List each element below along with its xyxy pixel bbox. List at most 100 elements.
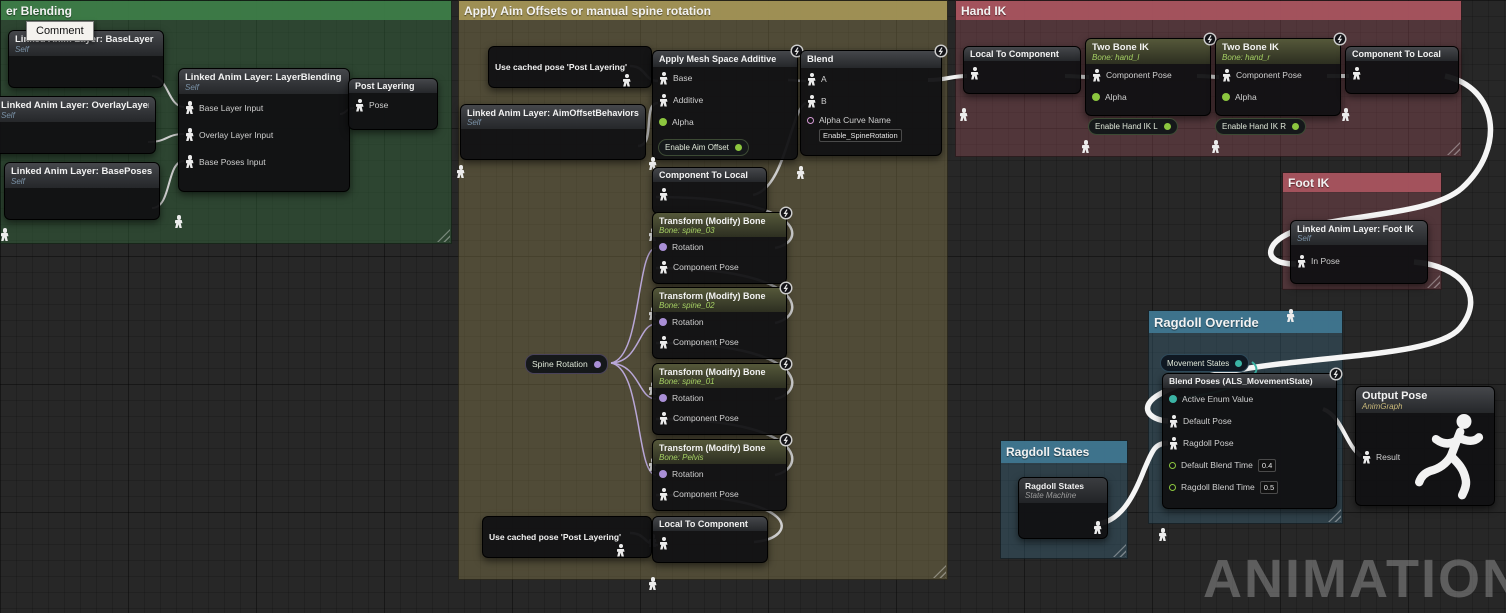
comment-resize-grip[interactable] <box>1113 544 1126 557</box>
node-post-layering[interactable]: Post Layering Pose <box>348 78 438 130</box>
node-hand-component-to-local[interactable]: Component To Local <box>1343 46 1459 113</box>
pose-input-pin[interactable] <box>807 72 816 86</box>
bool-pin-icon[interactable] <box>1163 123 1171 130</box>
alpha-input-pin[interactable] <box>659 118 667 126</box>
pose-output-pin[interactable] <box>0 228 9 241</box>
node-linked-anim-layer-footik[interactable]: Linked Anim Layer: Foot IK Self In Pose <box>1288 220 1428 314</box>
bool-pin-icon[interactable] <box>734 144 742 151</box>
spine-rotation-pill[interactable]: Spine Rotation <box>525 354 608 374</box>
rotation-input-pin[interactable] <box>659 243 667 251</box>
pose-input-pin[interactable] <box>1169 436 1178 450</box>
pose-output-pin[interactable] <box>616 543 625 557</box>
rotation-input-pin[interactable] <box>659 394 667 402</box>
comment-resize-grip[interactable] <box>1447 142 1460 155</box>
comment-header[interactable]: Apply Aim Offsets or manual spine rotati… <box>459 1 947 20</box>
comment-resize-grip[interactable] <box>1427 275 1440 288</box>
pose-input-pin[interactable] <box>1362 450 1371 464</box>
enable-aim-offset-pill[interactable]: Enable Aim Offset <box>658 139 749 156</box>
blend-time-value[interactable]: 0.5 <box>1259 480 1279 494</box>
movement-states-pill[interactable]: Movement States <box>1160 354 1250 372</box>
comment-header[interactable]: Ragdoll States <box>1001 441 1127 463</box>
node-transform-modify-bone-spine01[interactable]: Transform (Modify) Bone Bone: spine_01 R… <box>650 357 793 463</box>
pose-output-pin[interactable] <box>1341 108 1350 121</box>
pose-output-pin[interactable] <box>648 577 657 590</box>
node-two-bone-ik-right[interactable]: Two Bone IK Bone: hand_r Component Pose … <box>1213 32 1347 145</box>
rotation-input-pin[interactable] <box>659 318 667 326</box>
rotator-pin-icon[interactable] <box>593 360 601 368</box>
comment-resize-grip[interactable] <box>437 229 450 242</box>
pose-output-pin[interactable] <box>796 166 805 179</box>
rotation-input-pin[interactable] <box>659 470 667 478</box>
node-linked-anim-layer-aimoffsetbehaviors[interactable]: Linked Anim Layer: AimOffsetBehaviors Se… <box>458 104 646 170</box>
comment-header[interactable]: Foot IK <box>1283 173 1441 192</box>
pose-input-pin[interactable] <box>1222 68 1231 82</box>
pose-input-pin[interactable] <box>185 101 194 114</box>
pose-output-pin[interactable] <box>174 215 183 228</box>
pose-input-pin[interactable] <box>970 66 979 80</box>
pose-input-pin[interactable] <box>659 71 668 85</box>
float-input-pin[interactable] <box>1169 461 1176 469</box>
float-input-pin[interactable] <box>1169 483 1176 491</box>
pose-output-pin[interactable] <box>648 157 657 170</box>
pose-input-pin[interactable] <box>659 536 668 550</box>
pose-input-pin[interactable] <box>1169 414 1178 428</box>
comment-header[interactable]: Hand IK <box>956 1 1461 20</box>
pose-input-pin[interactable] <box>659 93 668 107</box>
node-linked-anim-layer-layerblending[interactable]: Linked Anim Layer: LayerBlending Self Ba… <box>176 68 350 220</box>
node-blend-poses-movementstate[interactable]: Blend Poses (ALS_MovementState) Active E… <box>1160 367 1343 533</box>
pose-output-pin[interactable] <box>1286 309 1295 322</box>
pose-input-pin[interactable] <box>1092 68 1101 82</box>
node-transform-modify-bone-spine03[interactable]: Transform (Modify) Bone Bone: spine_03 R… <box>650 206 793 312</box>
pose-output-pin[interactable] <box>456 165 465 178</box>
node-use-cached-pose-bottom[interactable]: Use cached pose 'Post Layering' <box>482 516 652 558</box>
pin-row: Alpha <box>653 111 797 133</box>
pose-input-pin[interactable] <box>185 128 194 141</box>
pose-output-pin[interactable] <box>1093 521 1102 534</box>
enable-hand-ik-l-pill[interactable]: Enable Hand IK L <box>1088 118 1178 135</box>
comment-resize-grip[interactable] <box>933 565 946 578</box>
comment-header[interactable]: Ragdoll Override <box>1149 311 1342 333</box>
comment-header[interactable]: er Blending <box>1 1 451 20</box>
pose-output-pin[interactable] <box>1158 528 1167 541</box>
pose-input-pin[interactable] <box>185 155 194 168</box>
curve-name-pin[interactable] <box>807 116 814 124</box>
node-two-bone-ik-left[interactable]: Two Bone IK Bone: hand_l Component Pose … <box>1083 32 1217 145</box>
node-transform-modify-bone-spine02[interactable]: Transform (Modify) Bone Bone: spine_02 R… <box>650 281 793 387</box>
curve-name-value[interactable]: Enable_SpineRotation <box>819 128 902 142</box>
alpha-input-pin[interactable] <box>1092 93 1100 101</box>
pose-input-pin[interactable] <box>659 260 668 274</box>
pose-input-pin[interactable] <box>1352 66 1361 80</box>
pose-output-pin[interactable] <box>959 108 968 121</box>
blend-time-value[interactable]: 0.4 <box>1257 458 1277 472</box>
node-hand-local-to-component[interactable]: Local To Component <box>961 46 1081 113</box>
pose-input-pin[interactable] <box>807 94 816 108</box>
node-component-to-local-mid[interactable]: Component To Local <box>650 167 767 233</box>
pose-output-pin[interactable] <box>622 73 631 87</box>
pin-row: Component Pose <box>1216 64 1340 86</box>
enum-pin-icon[interactable] <box>1235 359 1243 367</box>
pose-input-pin[interactable] <box>659 487 668 501</box>
node-ragdoll-states-machine[interactable]: Ragdoll States State Machine <box>1018 477 1108 539</box>
node-linked-anim-layer-baseposes[interactable]: Linked Anim Layer: BasePoses Self <box>2 162 160 233</box>
node-transform-modify-bone-pelvis[interactable]: Transform (Modify) Bone Bone: Pelvis Rot… <box>650 433 793 539</box>
pose-input-pin[interactable] <box>1297 254 1306 268</box>
alpha-input-pin[interactable] <box>1222 93 1230 101</box>
pose-output-pin[interactable] <box>1211 140 1220 153</box>
pill-label: Movement States <box>1167 358 1230 368</box>
pose-input-pin[interactable] <box>355 98 364 112</box>
node-local-to-component-bottom[interactable]: Local To Component <box>650 516 768 582</box>
node-output-pose[interactable]: Output Pose AnimGraph Result <box>1355 386 1495 506</box>
node-use-cached-pose-top[interactable]: Use cached pose 'Post Layering' <box>488 46 652 88</box>
pin-label: Component Pose <box>1106 70 1172 80</box>
enum-input-pin[interactable] <box>1169 395 1177 403</box>
pose-output-pin[interactable] <box>1081 140 1090 153</box>
pin-row: Ragdoll Blend Time 0.5 <box>1163 476 1336 498</box>
node-linked-anim-layer-overlaylayer[interactable]: Linked Anim Layer: OverlayLayer Self <box>0 96 156 154</box>
bool-pin-icon[interactable] <box>1292 123 1300 130</box>
pose-input-pin[interactable] <box>659 187 668 201</box>
node-blend[interactable]: Blend A B Alpha Curve Name Enable_SpineR… <box>798 44 948 171</box>
pose-input-pin[interactable] <box>659 335 668 349</box>
pose-input-pin[interactable] <box>659 411 668 425</box>
enable-hand-ik-r-pill[interactable]: Enable Hand IK R <box>1215 118 1307 135</box>
